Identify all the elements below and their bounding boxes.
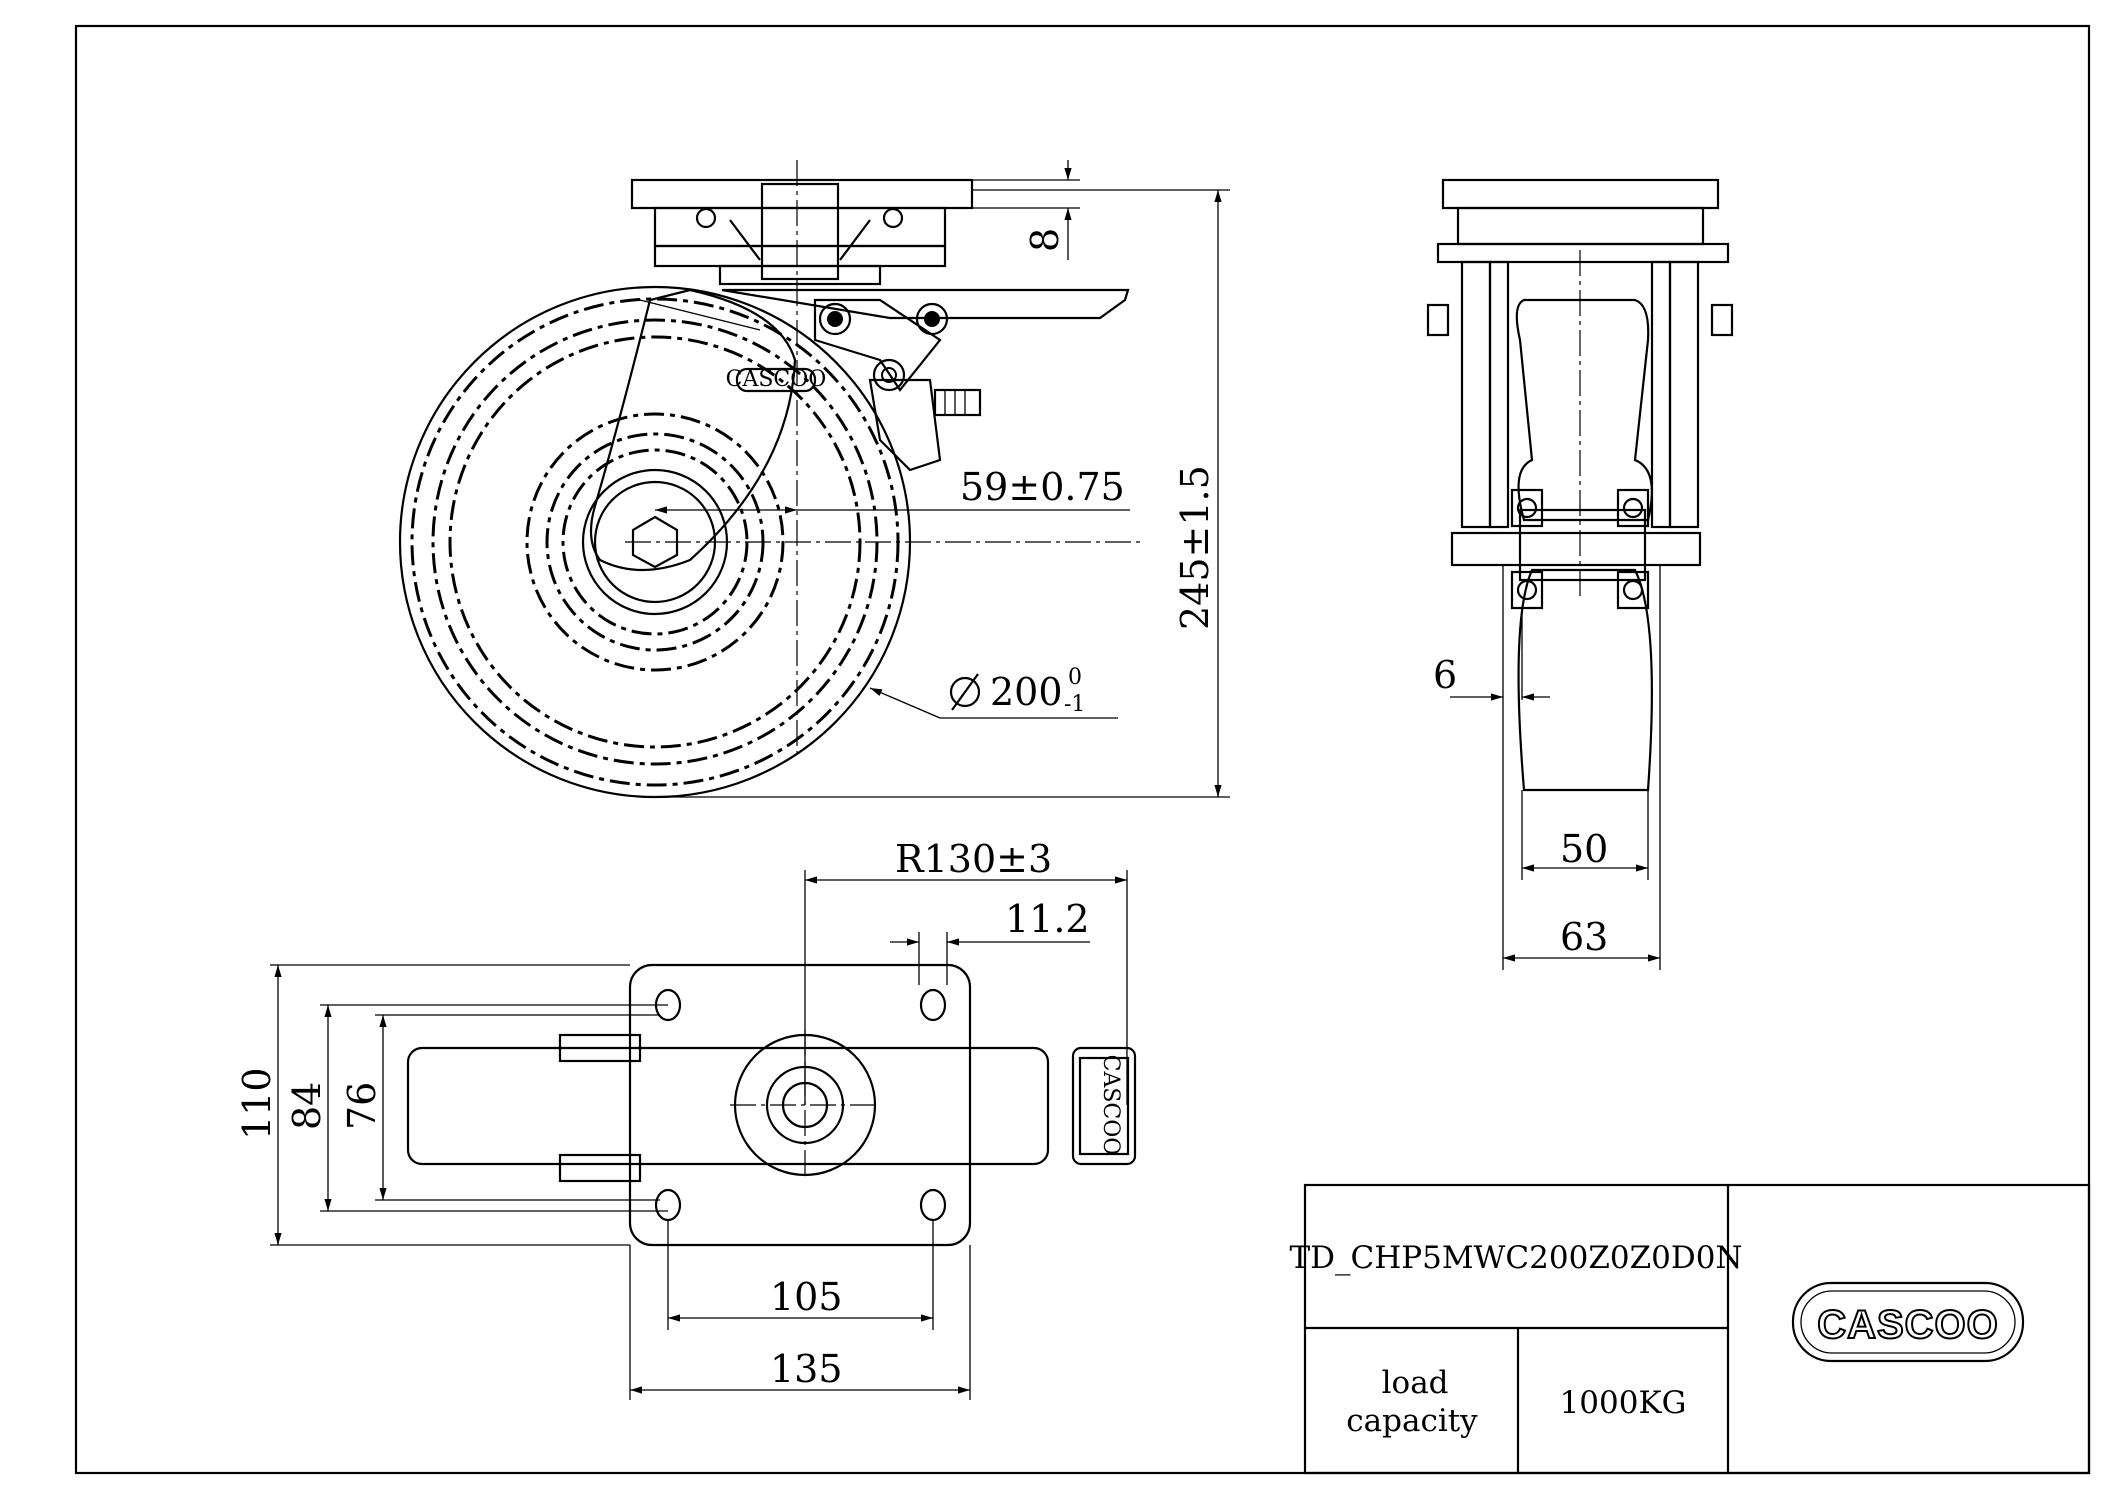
dim-tread-width: 50 bbox=[1560, 827, 1608, 871]
dim-brake-gap: 6 bbox=[1433, 653, 1457, 697]
fork-logo bbox=[735, 367, 817, 393]
svg-text:200: 200 bbox=[990, 670, 1063, 714]
company-logo-text: CASCOO bbox=[1817, 1303, 1999, 1347]
dim-hole-spacing-length: 105 bbox=[770, 1275, 843, 1319]
dim-flange-thickness: 8 bbox=[1023, 228, 1067, 252]
mounting-plate bbox=[628, 963, 972, 1247]
svg-text:-1: -1 bbox=[1064, 692, 1085, 717]
side-view: 6 50 63 bbox=[1426, 178, 1734, 970]
dim-hole-spacing-inner: 76 bbox=[340, 1082, 384, 1130]
title-block: TD_CHP5MWC200Z0Z0D0N load capacity 1000K… bbox=[1289, 1183, 2091, 1475]
dim-plate-width: 110 bbox=[235, 1067, 279, 1140]
dim-swivel-radius: R130±3 bbox=[895, 837, 1052, 881]
fork-logo-text: CASCOO bbox=[726, 367, 827, 392]
dim-wheel-diameter: 200 0 -1 bbox=[949, 665, 1085, 717]
top-view: CASCOO R130±3 11.2 110 bbox=[235, 837, 1137, 1400]
svg-text:CASCOO: CASCOO bbox=[1098, 1055, 1123, 1156]
front-view: CASCOO 8 59±0.75 bbox=[398, 160, 1230, 799]
dim-overall-height: 245±1.5 bbox=[1173, 465, 1217, 630]
drawing-number: TD_CHP5MWC200Z0Z0D0N bbox=[1289, 1240, 1742, 1276]
mounting-hole bbox=[654, 1188, 682, 1222]
load-capacity-label: load capacity bbox=[1346, 1365, 1478, 1439]
dim-slot-width: 11.2 bbox=[1005, 897, 1090, 941]
mounting-hole bbox=[919, 1188, 947, 1222]
mounting-hole bbox=[919, 988, 947, 1022]
drawing-border bbox=[74, 24, 2091, 1475]
dim-hub-width: 63 bbox=[1560, 915, 1608, 959]
load-capacity-value: 1000KG bbox=[1560, 1385, 1687, 1421]
dim-plate-length: 135 bbox=[770, 1347, 843, 1391]
company-logo: CASCOO bbox=[1791, 1281, 2025, 1363]
axle-nut bbox=[631, 515, 679, 569]
svg-text:0: 0 bbox=[1068, 665, 1082, 690]
dim-hole-spacing-outer: 84 bbox=[285, 1082, 329, 1130]
brake-pedal bbox=[721, 288, 1130, 320]
dim-offset: 59±0.75 bbox=[960, 465, 1125, 509]
